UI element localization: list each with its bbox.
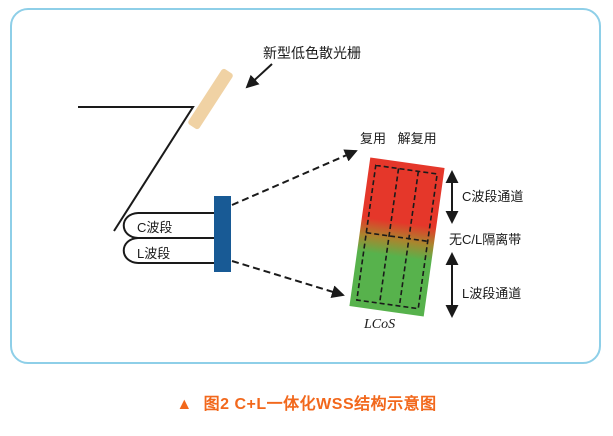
lcos-gradient-surface — [349, 157, 445, 317]
grating-shape — [188, 68, 233, 130]
caption-text: 图2 C+L一体化WSS结构示意图 — [203, 396, 437, 413]
lcos-label: LCoS — [364, 317, 396, 332]
lcos-grid-col-1 — [378, 168, 400, 304]
c-band-label: C波段 — [137, 220, 173, 235]
demux-label: 解复用 — [397, 131, 437, 146]
lens-block — [214, 196, 231, 272]
c-channel-label: C波段通道 — [462, 189, 524, 204]
l-channel-label: L波段通道 — [462, 286, 522, 301]
fiber-loop-c — [122, 212, 139, 239]
beam-to-lcos-upper — [231, 149, 358, 206]
input-beam-line — [78, 106, 195, 232]
diagram-border — [10, 8, 601, 364]
caption-marker-icon: ▲ — [176, 396, 193, 413]
fiber-loop-l — [122, 237, 139, 264]
figure-caption: ▲ 图2 C+L一体化WSS结构示意图 — [0, 390, 613, 414]
mux-label: 复用 — [360, 131, 387, 146]
l-band-label: L波段 — [137, 246, 171, 261]
lcos-grid-divider — [366, 231, 428, 243]
beam-to-lcos-lower — [231, 260, 345, 298]
grating-pointer-arrow — [245, 63, 273, 89]
lcos-panel — [349, 157, 445, 317]
grating-label: 新型低色散光栅 — [263, 45, 361, 61]
lcos-grid-col-2 — [398, 171, 420, 307]
mux-demux-label: 复用 解复用 — [360, 131, 437, 147]
isolation-label: 无C/L隔离带 — [449, 232, 522, 247]
